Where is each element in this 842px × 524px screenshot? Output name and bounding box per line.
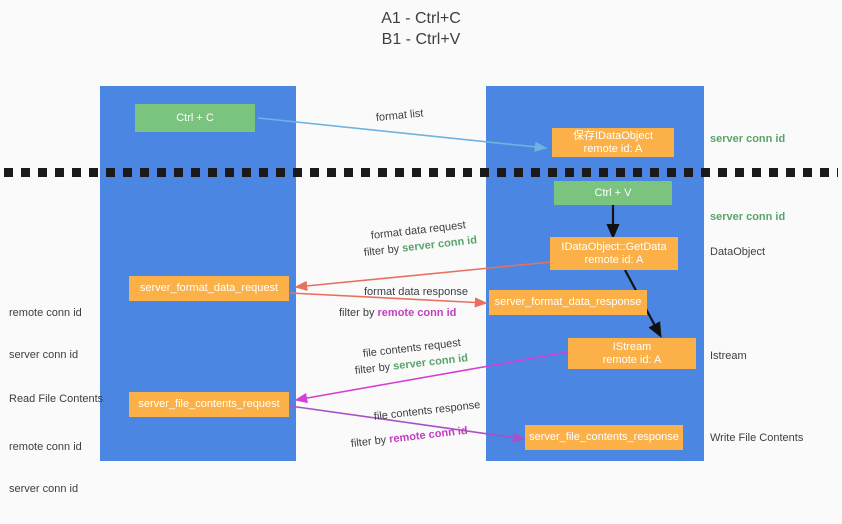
filter-value-remote-conn-id: remote conn id — [388, 424, 469, 446]
filter-prefix: filter by — [350, 433, 390, 450]
box-save-dataobject[interactable]: 保存IDataObject remote id: A — [552, 128, 674, 157]
label-format-conn-ids: remote conn id server conn id — [9, 278, 82, 390]
label-write-file-contents: Write File Contents — [710, 432, 804, 444]
label-format-server-conn-id: server conn id — [9, 349, 79, 361]
box-ctrl-v[interactable]: Ctrl + V — [554, 181, 672, 205]
box-ctrl-c[interactable]: Ctrl + C — [135, 104, 255, 132]
label-read-file-contents: Read File Contents — [9, 393, 104, 405]
label-file-conn-ids: remote conn id server conn id — [9, 412, 82, 524]
flow-label-format-list: format list — [375, 107, 424, 124]
filter-prefix: filter by — [339, 307, 378, 319]
filter-prefix: filter by — [363, 242, 403, 259]
filter-value-remote-conn-id: remote conn id — [377, 307, 457, 319]
box-server-format-data-response[interactable]: server_format_data_response — [489, 290, 647, 315]
label-istream: Istream — [710, 350, 747, 362]
label-file-server-conn-id: server conn id — [9, 483, 79, 495]
box-server-file-contents-request[interactable]: server_file_contents_request — [129, 392, 289, 417]
diagram-canvas: A1 - Ctrl+C B1 - Ctrl+V A1 remote B1 con… — [4, 10, 838, 495]
label-file-remote-conn-id: remote conn id — [9, 441, 82, 453]
flow-label-format-data-response: format data response — [364, 286, 468, 298]
flow-label-file-contents-response-filter: filter by remote conn id — [350, 424, 468, 452]
box-getdata[interactable]: IDataObject::GetData remote id: A — [550, 237, 678, 270]
label-server-conn-id-top: server conn id — [710, 133, 786, 145]
label-dataobject: DataObject — [710, 246, 766, 258]
flow-label-format-data-response-filter: filter by remote conn id — [339, 306, 456, 321]
label-server-conn-id-second: server conn id — [710, 211, 786, 223]
box-istream[interactable]: IStream remote id: A — [568, 338, 696, 369]
flow-label-file-contents-response: file contents response — [373, 398, 481, 425]
filter-prefix: filter by — [354, 360, 394, 377]
label-format-remote-conn-id: remote conn id — [9, 307, 82, 319]
phase-divider — [4, 168, 838, 177]
flow-label-file-contents-response-text: file contents response — [373, 398, 481, 423]
box-server-file-contents-response[interactable]: server_file_contents_response — [525, 425, 683, 450]
page-title: A1 - Ctrl+C B1 - Ctrl+V — [381, 10, 461, 48]
box-server-format-data-request[interactable]: server_format_data_request — [129, 276, 289, 301]
